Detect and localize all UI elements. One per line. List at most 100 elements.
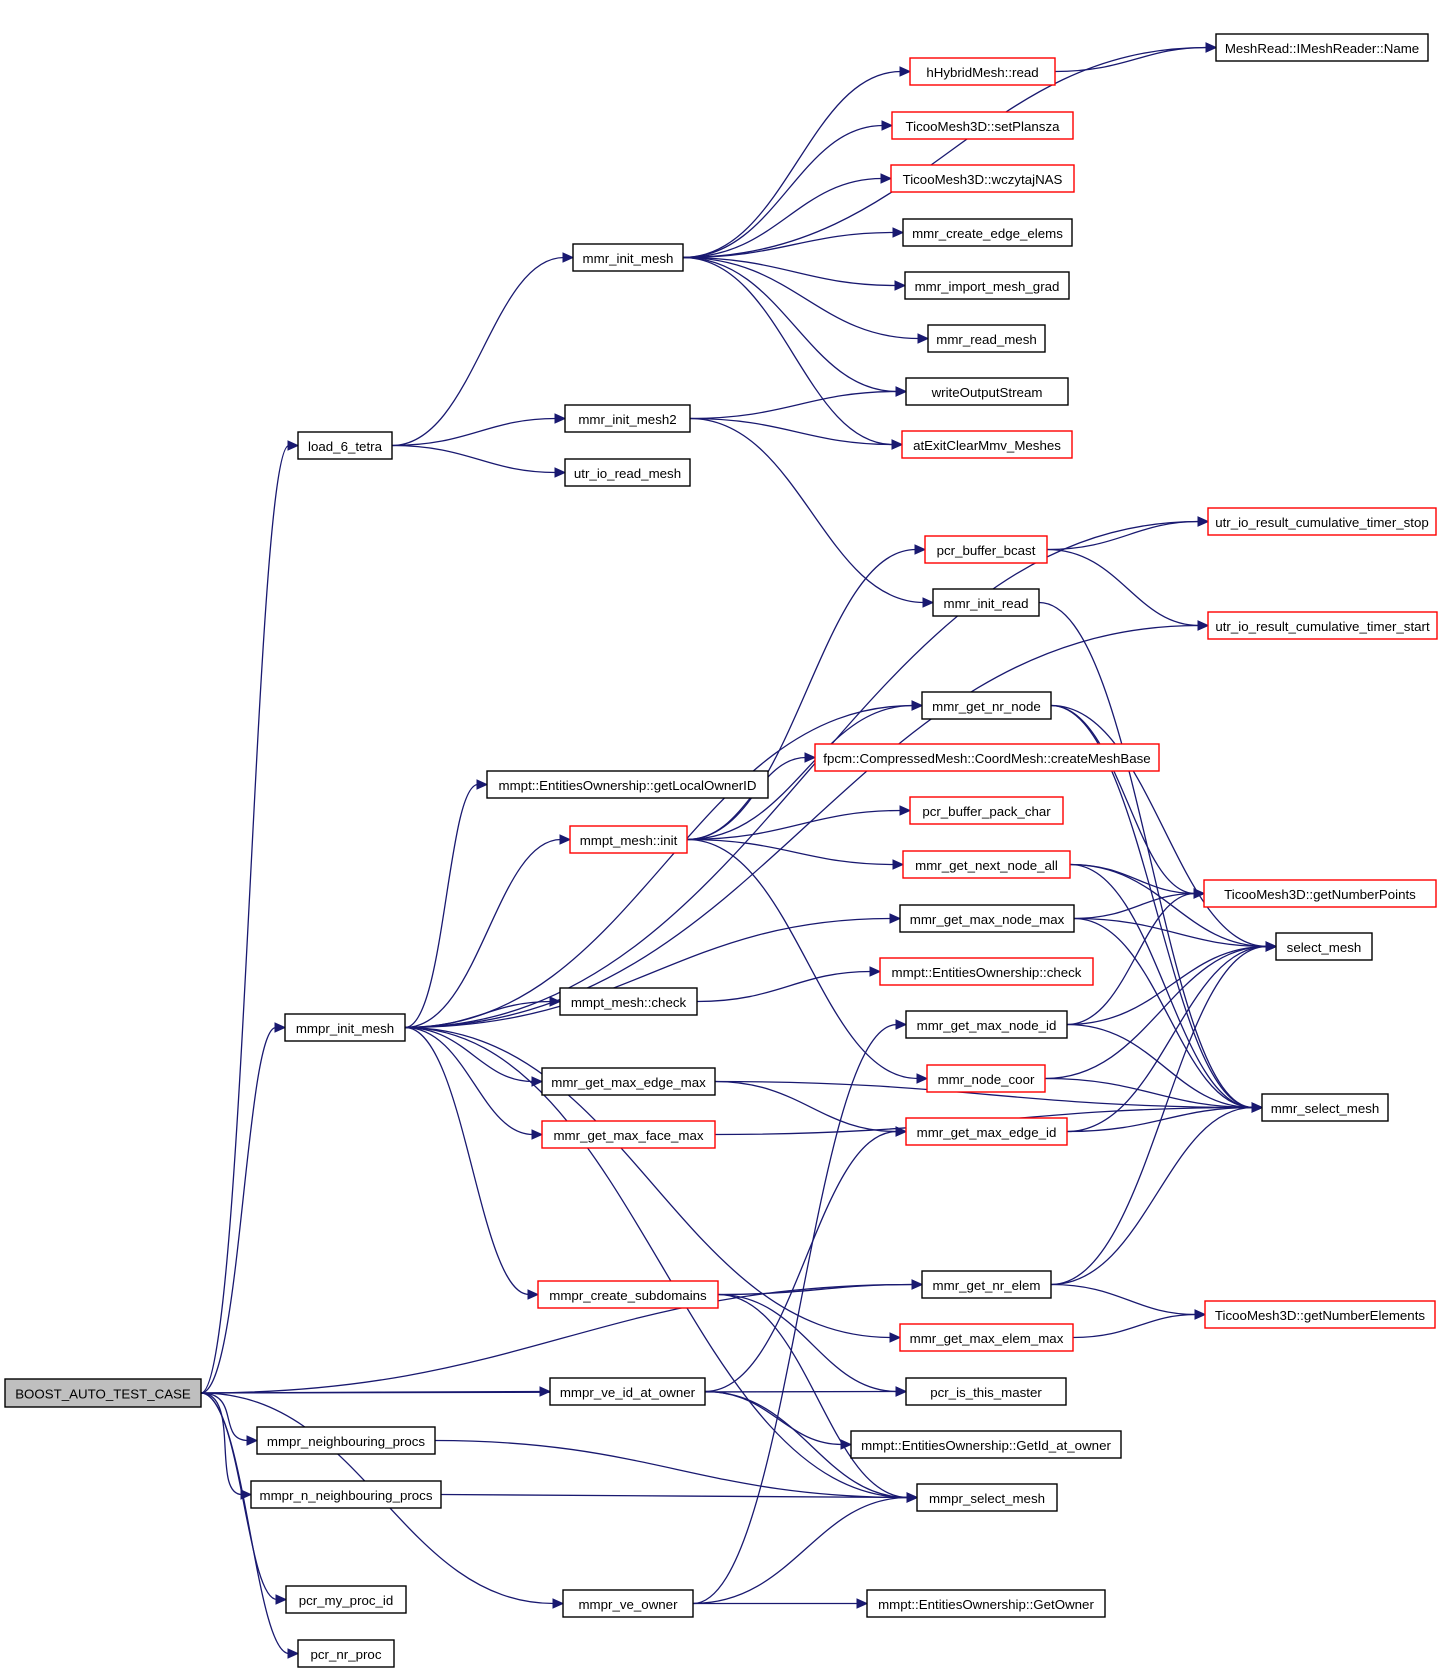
node-ent-local[interactable]: mmpt::EntitiesOwnership::getLocalOwnerID	[486, 770, 769, 799]
node-at-exit[interactable]: atExitClearMmv_Meshes	[901, 430, 1073, 459]
edge-mmpr-init-to-mmpt-init	[404, 834, 572, 1029]
node-box	[256, 1426, 436, 1455]
node-mmr-init-mesh2[interactable]: mmr_init_mesh2	[564, 404, 691, 433]
node-mmpt-check[interactable]: mmpt_mesh::check	[559, 987, 698, 1016]
node-pcr-bcast[interactable]: pcr_buffer_bcast	[924, 535, 1048, 564]
node-label: BOOST_AUTO_TEST_CASE	[15, 1387, 191, 1402]
nodes-layer: BOOST_AUTO_TEST_CASE load_6_tetra mmpr_ini…	[4, 33, 1438, 1668]
node-node-coor[interactable]: mmr_node_coor	[926, 1064, 1046, 1093]
node-label: mmpt::EntitiesOwnership::GetId_at_owner	[861, 1438, 1111, 1453]
node-mesh-name[interactable]: MeshRead::IMeshReader::Name	[1215, 33, 1429, 62]
node-label: writeOutputStream	[931, 385, 1043, 400]
node-create-sub[interactable]: mmpr_create_subdomains	[537, 1280, 719, 1309]
node-ve-owner[interactable]: mmpr_ve_owner	[562, 1589, 694, 1618]
node-pcr-my-proc[interactable]: pcr_my_proc_id	[285, 1585, 407, 1614]
node-label: fpcm::CompressedMesh::CoordMesh::createM…	[823, 751, 1150, 766]
node-num-elements[interactable]: TicooMesh3D::getNumberElements	[1204, 1300, 1436, 1329]
node-max-edge-id[interactable]: mmr_get_max_edge_id	[905, 1117, 1068, 1146]
node-box	[1215, 33, 1429, 62]
node-set-plansza[interactable]: TicooMesh3D::setPlansza	[891, 111, 1074, 140]
edge-boost-to-pcr-nr-proc	[200, 1392, 300, 1659]
node-mmpr-nneigh[interactable]: mmpr_n_neighbouring_procs	[250, 1480, 442, 1509]
node-box	[4, 1378, 202, 1408]
node-label: load_6_tetra	[308, 439, 383, 454]
node-box	[284, 1013, 406, 1042]
node-fpcm[interactable]: fpcm::CompressedMesh::CoordMesh::createM…	[814, 743, 1160, 772]
node-mmr-select[interactable]: mmr_select_mesh	[1261, 1093, 1389, 1122]
edge-ve-owner-to-mmpr-select	[692, 1492, 919, 1605]
node-label: mmpr_n_neighbouring_procs	[260, 1488, 433, 1503]
node-box	[1204, 1300, 1436, 1329]
edge-max-elem-max-to-num-elements	[1072, 1309, 1207, 1339]
node-box	[932, 588, 1040, 617]
node-next-node[interactable]: mmr_get_next_node_all	[902, 850, 1071, 879]
node-box	[899, 904, 1075, 933]
node-read-mesh[interactable]: mmr_read_mesh	[927, 324, 1046, 353]
node-box	[297, 431, 393, 460]
node-box	[904, 271, 1070, 300]
node-label: TicooMesh3D::getNumberElements	[1215, 1308, 1425, 1323]
node-import-grad[interactable]: mmr_import_mesh_grad	[904, 271, 1070, 300]
node-box	[297, 1639, 395, 1668]
node-box	[879, 957, 1094, 986]
node-mmr-init-read[interactable]: mmr_init_read	[932, 588, 1040, 617]
node-box	[564, 404, 691, 433]
edge-mmpt-init-to-next-node	[686, 838, 905, 870]
edge-mmpr-init-to-ent-local	[404, 779, 489, 1029]
node-create-edge[interactable]: mmr_create_edge_elems	[902, 218, 1073, 247]
node-mmr-init-mesh[interactable]: mmr_init_mesh	[572, 243, 684, 272]
node-timer-stop[interactable]: utr_io_result_cumulative_timer_stop	[1207, 507, 1437, 536]
edge-ve-id-owner-to-max-edge-id	[704, 1126, 908, 1393]
edge-load6-to-utr-io-read	[391, 444, 567, 478]
node-max-node-id[interactable]: mmr_get_max_node_id	[905, 1010, 1068, 1039]
node-max-elem-max[interactable]: mmr_get_max_elem_max	[899, 1323, 1074, 1352]
node-box	[866, 1589, 1106, 1618]
edge-create-sub-to-get-nr-elem	[717, 1279, 924, 1296]
node-box	[814, 743, 1160, 772]
node-timer-start[interactable]: utr_io_result_cumulative_timer_start	[1207, 611, 1438, 640]
node-utr-io-read[interactable]: utr_io_read_mesh	[564, 458, 691, 487]
edge-mmpr-init-to-timer-stop	[404, 516, 1210, 1029]
node-label: mmr_select_mesh	[1271, 1101, 1380, 1116]
node-box	[250, 1480, 442, 1509]
node-label: mmpr_select_mesh	[929, 1491, 1045, 1506]
node-ent-check[interactable]: mmpt::EntitiesOwnership::check	[879, 957, 1094, 986]
edge-get-nr-elem-to-num-elements	[1050, 1283, 1207, 1320]
node-box	[905, 1377, 1067, 1406]
node-get-nr-node[interactable]: mmr_get_nr_node	[921, 691, 1052, 720]
node-load6[interactable]: load_6_tetra	[297, 431, 393, 460]
node-get-id-owner[interactable]: mmpt::EntitiesOwnership::GetId_at_owner	[850, 1430, 1122, 1459]
edge-mmpr-init-to-mmpr-select	[404, 1026, 919, 1503]
node-box	[921, 1270, 1052, 1299]
node-box	[926, 1064, 1046, 1093]
node-get-nr-elem[interactable]: mmr_get_nr_elem	[921, 1270, 1052, 1299]
node-mmpr-neigh[interactable]: mmpr_neighbouring_procs	[256, 1426, 436, 1455]
node-pcr-nr-proc[interactable]: pcr_nr_proc	[297, 1639, 395, 1668]
node-box	[1275, 932, 1373, 961]
node-get-owner[interactable]: mmpt::EntitiesOwnership::GetOwner	[866, 1589, 1106, 1618]
node-label: pcr_my_proc_id	[299, 1593, 394, 1608]
node-is-master[interactable]: pcr_is_this_master	[905, 1377, 1067, 1406]
node-h-hybrid[interactable]: hHybridMesh::read	[909, 57, 1056, 86]
node-box	[1261, 1093, 1389, 1122]
edge-get-nr-elem-to-select-mesh	[1050, 941, 1278, 1286]
node-ve-id-owner[interactable]: mmpr_ve_id_at_owner	[549, 1377, 706, 1406]
node-num-points[interactable]: TicooMesh3D::getNumberPoints	[1203, 879, 1437, 908]
node-mmpt-init[interactable]: mmpt_mesh::init	[569, 825, 688, 854]
node-wczytaj[interactable]: TicooMesh3D::wczytajNAS	[890, 164, 1075, 193]
node-max-node-max[interactable]: mmr_get_max_node_max	[899, 904, 1075, 933]
node-box	[921, 691, 1052, 720]
node-mmpr-init[interactable]: mmpr_init_mesh	[284, 1013, 406, 1042]
node-pack-char[interactable]: pcr_buffer_pack_char	[909, 796, 1064, 825]
node-box	[850, 1430, 1122, 1459]
node-mmpr-select[interactable]: mmpr_select_mesh	[916, 1483, 1058, 1512]
edge-load6-to-mmr-init-mesh	[391, 252, 575, 447]
node-select-mesh[interactable]: select_mesh	[1275, 932, 1373, 961]
node-write-out[interactable]: writeOutputStream	[905, 377, 1069, 406]
node-boost[interactable]: BOOST_AUTO_TEST_CASE	[4, 1378, 202, 1408]
node-get-max-face-max[interactable]: mmr_get_max_face_max	[541, 1120, 716, 1149]
node-label: mmr_get_max_node_max	[910, 912, 1065, 927]
node-get-max-edge-max[interactable]: mmr_get_max_edge_max	[541, 1067, 716, 1096]
node-box	[905, 377, 1069, 406]
